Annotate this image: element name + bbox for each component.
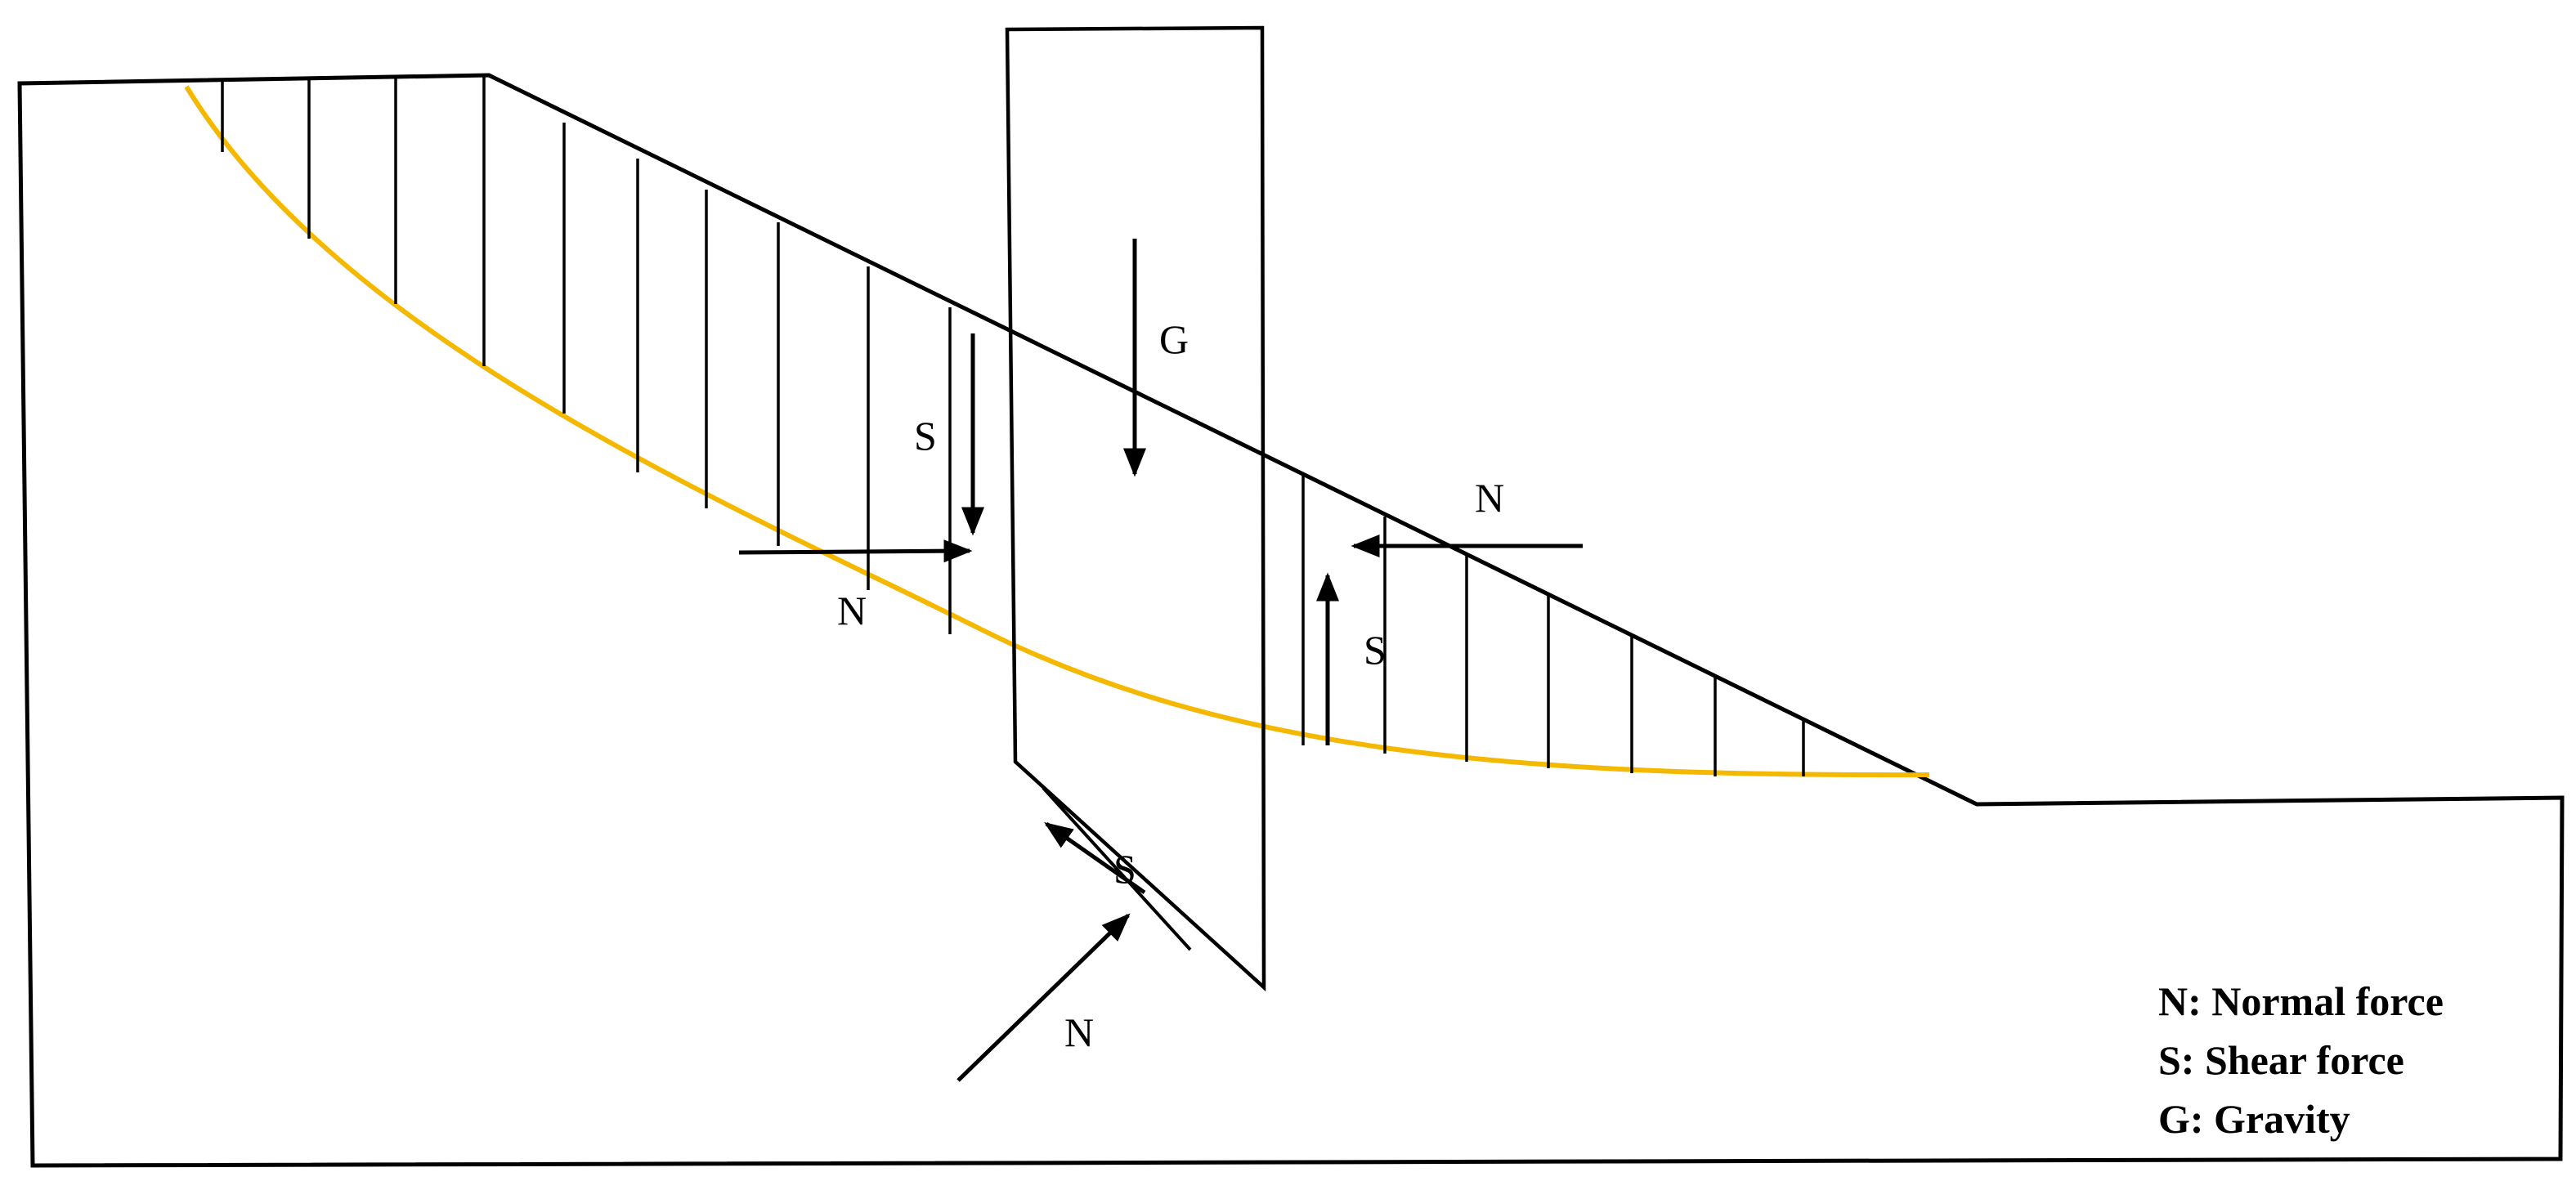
- shear-label-left: S: [914, 413, 937, 459]
- legend-item-normal: N: Normal force: [2158, 978, 2444, 1024]
- legend-item-shear: S: Shear force: [2158, 1037, 2404, 1083]
- normal-arrow-bottom: [956, 913, 1131, 1082]
- slice-base-line: [1042, 786, 1192, 951]
- legend-item-gravity: G: Gravity: [2158, 1096, 2350, 1142]
- normal-label-left: N: [837, 588, 867, 633]
- legend: N: Normal force S: Shear force G: Gravit…: [2158, 978, 2444, 1142]
- slope-ground-outline: [17, 73, 2565, 1168]
- gravity-label: G: [1159, 316, 1189, 362]
- normal-label-right: N: [1475, 475, 1504, 521]
- slip-surface-curve: [184, 85, 1930, 778]
- normal-label-bottom: N: [1064, 1009, 1094, 1055]
- shear-arrow-bottom: [1044, 821, 1146, 895]
- slice-lines-right: [1301, 476, 1805, 776]
- shear-label-right: S: [1364, 627, 1387, 673]
- slice-lines-left: [221, 75, 952, 634]
- normal-arrow-left: [738, 539, 973, 563]
- isolated-slice-outline: [1005, 25, 1266, 992]
- shear-label-bottom: S: [1113, 846, 1136, 892]
